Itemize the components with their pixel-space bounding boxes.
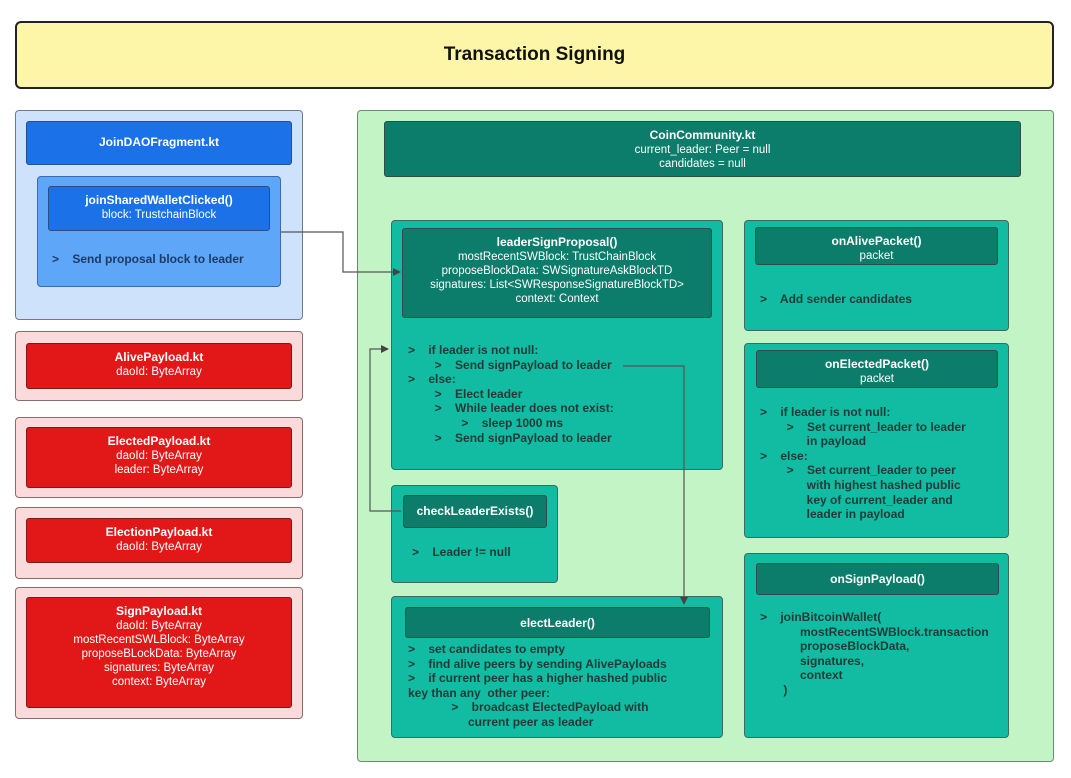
coin-community-field: current_leader: Peer = null [634,144,771,156]
on-alive-packet-header: onAlivePacket() packet [755,227,998,265]
join-shared-wallet-param: block: TrustchainBlock [101,209,217,221]
body-line: current peer as leader [408,714,594,729]
body-line: > if leader is not null: [408,343,539,357]
elected-payload-header: ElectedPayload.kt daoId: ByteArray leade… [26,427,292,488]
page-title: Transaction Signing [15,21,1054,89]
body-line: in payload [760,434,867,449]
coin-community-title: CoinCommunity.kt [649,128,756,142]
body-line: proposeBlockData, [760,639,910,654]
on-sign-payload-header: onSignPayload() [756,563,999,595]
body-line: mostRecentSWBlock.transaction [760,624,989,639]
body-line: > sleep 1000 ms [408,415,564,430]
join-shared-wallet-body: > Send proposal block to leader [52,252,277,267]
body-line: > broadcast ElectedPayload with [408,700,649,715]
coin-community-header: CoinCommunity.kt current_leader: Peer = … [384,121,1021,177]
body-line: > set candidates to empty [408,642,566,656]
body-line: > Set current_leader to peer [760,463,956,478]
sign-payload-header: SignPayload.kt daoId: ByteArray mostRece… [26,597,292,708]
body-line: context [760,668,843,683]
body-line: > joinBitcoinWallet( [760,610,882,624]
leader-sign-proposal-body: > if leader is not null: > Send signPayl… [408,343,718,445]
body-line: > if current peer has a higher hashed pu… [408,671,668,686]
body-line: > While leader does not exist: [408,401,614,416]
join-shared-wallet-method: joinSharedWalletClicked() [85,193,233,207]
body-line: > Add sender candidates [760,292,912,306]
on-elected-packet-body: > if leader is not null: > Set current_l… [760,405,1005,522]
body-line: > Send signPayload to leader [408,430,612,445]
payload-field: signatures: ByteArray [104,662,214,674]
payload-field: leader: ByteArray [114,464,204,476]
election-payload-title: ElectionPayload.kt [105,525,213,539]
election-payload-header: ElectionPayload.kt daoId: ByteArray [26,518,292,563]
check-leader-exists-header: checkLeaderExists() [403,495,547,528]
method-param: packet [859,250,894,262]
check-leader-exists-method: checkLeaderExists() [416,504,534,518]
payload-field: mostRecentSWLBlock: ByteArray [73,634,245,646]
on-alive-packet-body: > Add sender candidates [760,292,1000,307]
join-shared-wallet-header: joinSharedWalletClicked() block: Trustch… [48,186,270,231]
alive-payload-header: AlivePayload.kt daoId: ByteArray [26,343,292,389]
method-param: context: Context [515,293,599,305]
body-line: leader in payload [760,507,905,522]
elected-payload-title: ElectedPayload.kt [107,434,211,448]
on-alive-packet-method: onAlivePacket() [831,234,922,248]
on-sign-payload-method: onSignPayload() [830,572,925,586]
body-line: key than any other peer: [408,685,551,700]
body-line: > Send signPayload to leader [408,357,612,372]
body-line: > if leader is not null: [760,405,891,419]
method-param: signatures: List<SWResponseSignatureBloc… [430,279,684,291]
method-param: mostRecentSWBlock: TrustChainBlock [457,251,657,263]
elect-leader-method: electLeader() [520,616,595,630]
payload-field: daoId: ByteArray [116,541,202,553]
body-line: signatures, [760,653,865,668]
payload-field: context: ByteArray [112,676,206,688]
payload-field: daoId: ByteArray [116,366,202,378]
check-leader-exists-body: > Leader != null [412,545,552,560]
alive-payload-title: AlivePayload.kt [114,350,204,364]
sign-payload-title: SignPayload.kt [115,604,203,618]
body-line: > Leader != null [412,545,511,559]
payload-field: daoId: ByteArray [116,450,202,462]
body-line: ) [760,682,788,697]
on-elected-packet-method: onElectedPacket() [824,357,930,371]
join-dao-fragment-title: JoinDAOFragment.kt [98,135,219,149]
body-line: > else: [760,448,808,463]
body-line: key of current_leader and [760,492,953,507]
payload-field: proposeBLockData: ByteArray [81,648,237,660]
method-param: packet [860,373,894,385]
body-line: > Elect leader [408,386,523,401]
method-param: proposeBlockData: SWSignatureAskBlockTD [441,265,673,277]
coin-community-field: candidates = null [659,158,746,170]
elect-leader-header: electLeader() [405,607,710,638]
body-line: > Send proposal block to leader [52,252,244,266]
leader-sign-proposal-header: leaderSignProposal() mostRecentSWBlock: … [402,228,712,318]
on-elected-packet-header: onElectedPacket() packet [756,350,998,388]
leader-sign-proposal-method: leaderSignProposal() [496,235,618,249]
body-line: > else: [408,372,456,387]
body-line: with highest hashed public [760,477,961,492]
body-line: > Set current_leader to leader [760,419,966,434]
body-line: > find alive peers by sending AlivePaylo… [408,656,667,671]
on-sign-payload-body: > joinBitcoinWallet( mostRecentSWBlock.t… [760,610,1005,698]
join-dao-fragment-header: JoinDAOFragment.kt [26,121,292,165]
elect-leader-body: > set candidates to empty > find alive p… [408,642,718,730]
payload-field: daoId: ByteArray [116,620,202,632]
